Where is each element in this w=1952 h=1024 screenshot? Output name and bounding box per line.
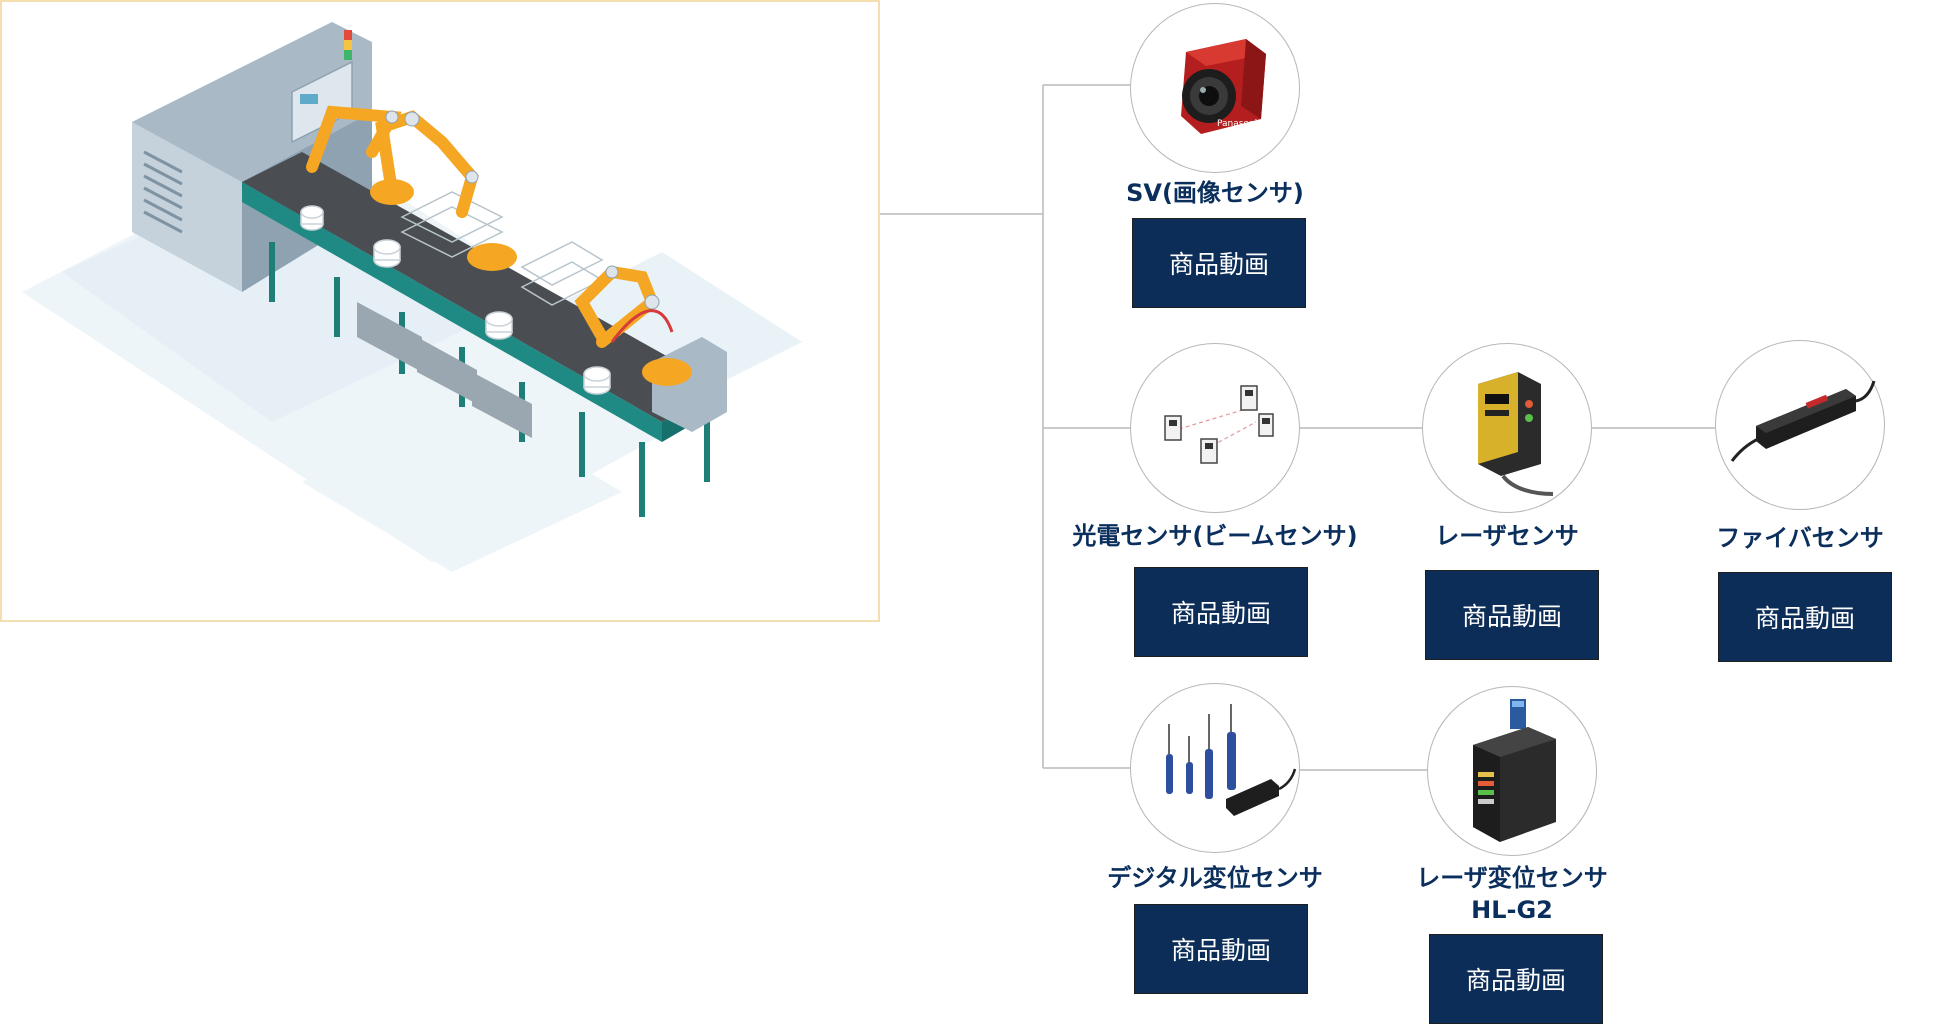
- product-video-button-hlg2[interactable]: 商品動画: [1429, 934, 1603, 1024]
- product-label-fiber: ファイバセンサ: [1716, 524, 1884, 552]
- product-node-laser[interactable]: [1422, 343, 1592, 513]
- beam-sensor-icon: [1164, 385, 1274, 464]
- product-node-digital[interactable]: [1130, 683, 1300, 853]
- product-label-laser: レーザセンサ: [1435, 522, 1579, 550]
- product-video-button-digital[interactable]: 商品動画: [1134, 904, 1308, 994]
- product-node-sv[interactable]: Panasonic: [1130, 3, 1300, 173]
- factory-illustration-panel: [0, 0, 880, 622]
- product-node-beam[interactable]: [1130, 343, 1300, 513]
- vision-camera-icon: Panasonic: [1181, 39, 1266, 134]
- digital-displacement-sensor-icon: [1166, 704, 1297, 816]
- factory-illustration: [22, 22, 802, 572]
- product-label-sv: SV(画像センサ): [1126, 179, 1304, 207]
- product-video-button-sv[interactable]: 商品動画: [1132, 218, 1306, 308]
- product-label-beam: 光電センサ(ビームセンサ): [1072, 522, 1358, 550]
- product-label-hlg2: レーザ変位センサ HL-G2: [1416, 864, 1608, 924]
- product-node-fiber[interactable]: [1715, 340, 1885, 510]
- product-node-hlg2[interactable]: [1427, 686, 1597, 856]
- camera-brand-label: Panasonic: [1217, 119, 1262, 129]
- product-label-digital: デジタル変位センサ: [1107, 864, 1323, 892]
- product-video-button-laser[interactable]: 商品動画: [1425, 570, 1599, 660]
- product-video-button-beam[interactable]: 商品動画: [1134, 567, 1308, 657]
- product-video-button-fiber[interactable]: 商品動画: [1718, 572, 1892, 662]
- fiber-sensor-icon: [1730, 380, 1876, 462]
- laser-sensor-icon: [1478, 372, 1554, 496]
- laser-displacement-sensor-icon: [1473, 699, 1556, 842]
